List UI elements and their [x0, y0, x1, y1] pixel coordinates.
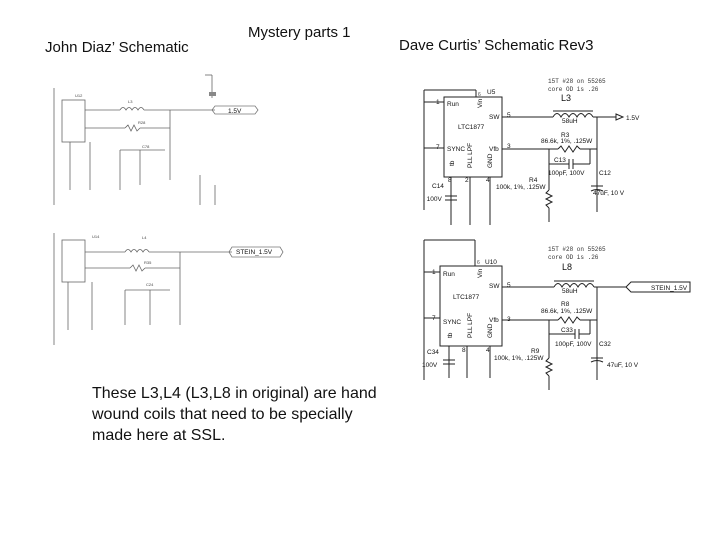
svg-text:tb: tb [449, 160, 456, 166]
svg-text:LTC1877: LTC1877 [453, 294, 480, 301]
svg-text:SYNC: SYNC [447, 146, 465, 153]
svg-text:4: 4 [486, 177, 490, 184]
svg-text:100k, 1%, .125W: 100k, 1%, .125W [496, 184, 546, 191]
svg-text:L3: L3 [561, 93, 571, 103]
left-bottom-ic [61, 239, 86, 283]
right-top-circuit: 15T #28 on 55265 core OD is .26 L3 U5 LT… [423, 78, 640, 225]
svg-text:5: 5 [507, 282, 511, 289]
slide-title: Mystery parts 1 [248, 24, 351, 41]
svg-text:C14: C14 [432, 183, 444, 190]
svg-text:tb: tb [447, 332, 454, 338]
svg-text:15T #28 on 55265: 15T #28 on 55265 [548, 78, 606, 85]
svg-text:58uH: 58uH [562, 118, 578, 125]
svg-text:STEIN_1.5V: STEIN_1.5V [651, 285, 688, 292]
left-heading: John Diaz’ Schematic [45, 39, 189, 56]
svg-text:U14: U14 [92, 234, 100, 239]
svg-text:L8: L8 [562, 262, 572, 272]
svg-text:100k, 1%, .125W: 100k, 1%, .125W [494, 355, 544, 362]
left-top-ic [61, 99, 86, 143]
svg-text:U12: U12 [75, 93, 83, 98]
svg-text:2: 2 [465, 177, 469, 184]
svg-text:100V: 100V [422, 362, 438, 369]
svg-text:8: 8 [462, 347, 466, 354]
svg-text:Vin: Vin [477, 98, 484, 108]
svg-text:U5: U5 [487, 89, 496, 96]
svg-text:Run: Run [447, 101, 459, 108]
svg-text:SYNC: SYNC [443, 319, 461, 326]
svg-text:PLL LPF: PLL LPF [467, 313, 474, 338]
svg-text:STEIN_1.5V: STEIN_1.5V [236, 249, 273, 256]
svg-text:GND: GND [487, 323, 494, 338]
svg-text:C12: C12 [599, 170, 611, 177]
svg-text:R8: R8 [561, 301, 570, 308]
svg-text:6: 6 [478, 92, 481, 98]
svg-text:R9: R9 [531, 348, 540, 355]
svg-text:15T #28 on 55265: 15T #28 on 55265 [548, 246, 606, 253]
svg-text:LTC1877: LTC1877 [458, 124, 485, 131]
left-bottom-circuit: U14 L4 STEIN_1.5V R35 C24 [53, 233, 284, 345]
svg-text:SW: SW [489, 114, 500, 121]
svg-text:C32: C32 [599, 341, 611, 348]
svg-text:R4: R4 [529, 177, 538, 184]
svg-text:100pF, 100V: 100pF, 100V [555, 341, 592, 348]
svg-text:C13: C13 [554, 157, 566, 164]
svg-text:Run: Run [443, 271, 455, 278]
svg-text:R3: R3 [561, 132, 570, 139]
svg-text:47uF, 10 V: 47uF, 10 V [607, 362, 639, 369]
svg-text:GND: GND [487, 153, 494, 168]
right-bottom-ic [439, 265, 503, 347]
svg-text:, 100V: , 100V [423, 196, 442, 203]
svg-text:86.6k, 1%, .125W: 86.6k, 1%, .125W [541, 138, 593, 145]
svg-text:PLL LPF: PLL LPF [467, 143, 474, 168]
svg-text:8: 8 [448, 177, 452, 184]
svg-text:Vfb: Vfb [489, 317, 499, 324]
svg-text:C24: C24 [146, 282, 154, 287]
svg-text:L4: L4 [142, 235, 147, 240]
svg-text:R35: R35 [144, 260, 152, 265]
right-bottom-circuit: 15T #28 on 55265 core OD is .26 L8 U10 L… [422, 239, 691, 390]
svg-text:core OD is .26: core OD is .26 [548, 86, 599, 93]
svg-text:4: 4 [486, 347, 490, 354]
svg-text:C78: C78 [142, 144, 150, 149]
svg-text:U10: U10 [485, 259, 497, 266]
svg-text:1.5V: 1.5V [626, 115, 640, 122]
svg-text:6: 6 [477, 260, 480, 266]
note-text: These L3,L4 (L3,L8 in original) are hand… [92, 385, 377, 444]
svg-text:core OD is .26: core OD is .26 [548, 254, 599, 261]
svg-text:86.6k, 1%, .125W: 86.6k, 1%, .125W [541, 308, 593, 315]
left-top-circuit: U12 L3 1.5V R28 C78 [53, 74, 259, 205]
svg-text:Vin: Vin [477, 268, 484, 278]
svg-text:47uF, 10 V: 47uF, 10 V [593, 190, 625, 197]
svg-text:C33: C33 [561, 327, 573, 334]
svg-text:L3: L3 [128, 99, 133, 104]
svg-text:C34: C34 [427, 349, 439, 356]
svg-text:100pF, 100V: 100pF, 100V [548, 170, 585, 177]
svg-text:58uH: 58uH [562, 288, 578, 295]
svg-text:R28: R28 [138, 120, 146, 125]
right-top-ic [443, 96, 503, 178]
svg-text:1.5V: 1.5V [228, 108, 242, 115]
svg-text:3: 3 [507, 143, 511, 150]
svg-text:SW: SW [489, 283, 500, 290]
right-heading: Dave Curtis’ Schematic Rev3 [399, 37, 594, 54]
svg-text:Vfb: Vfb [489, 146, 499, 153]
svg-text:5: 5 [507, 112, 511, 119]
